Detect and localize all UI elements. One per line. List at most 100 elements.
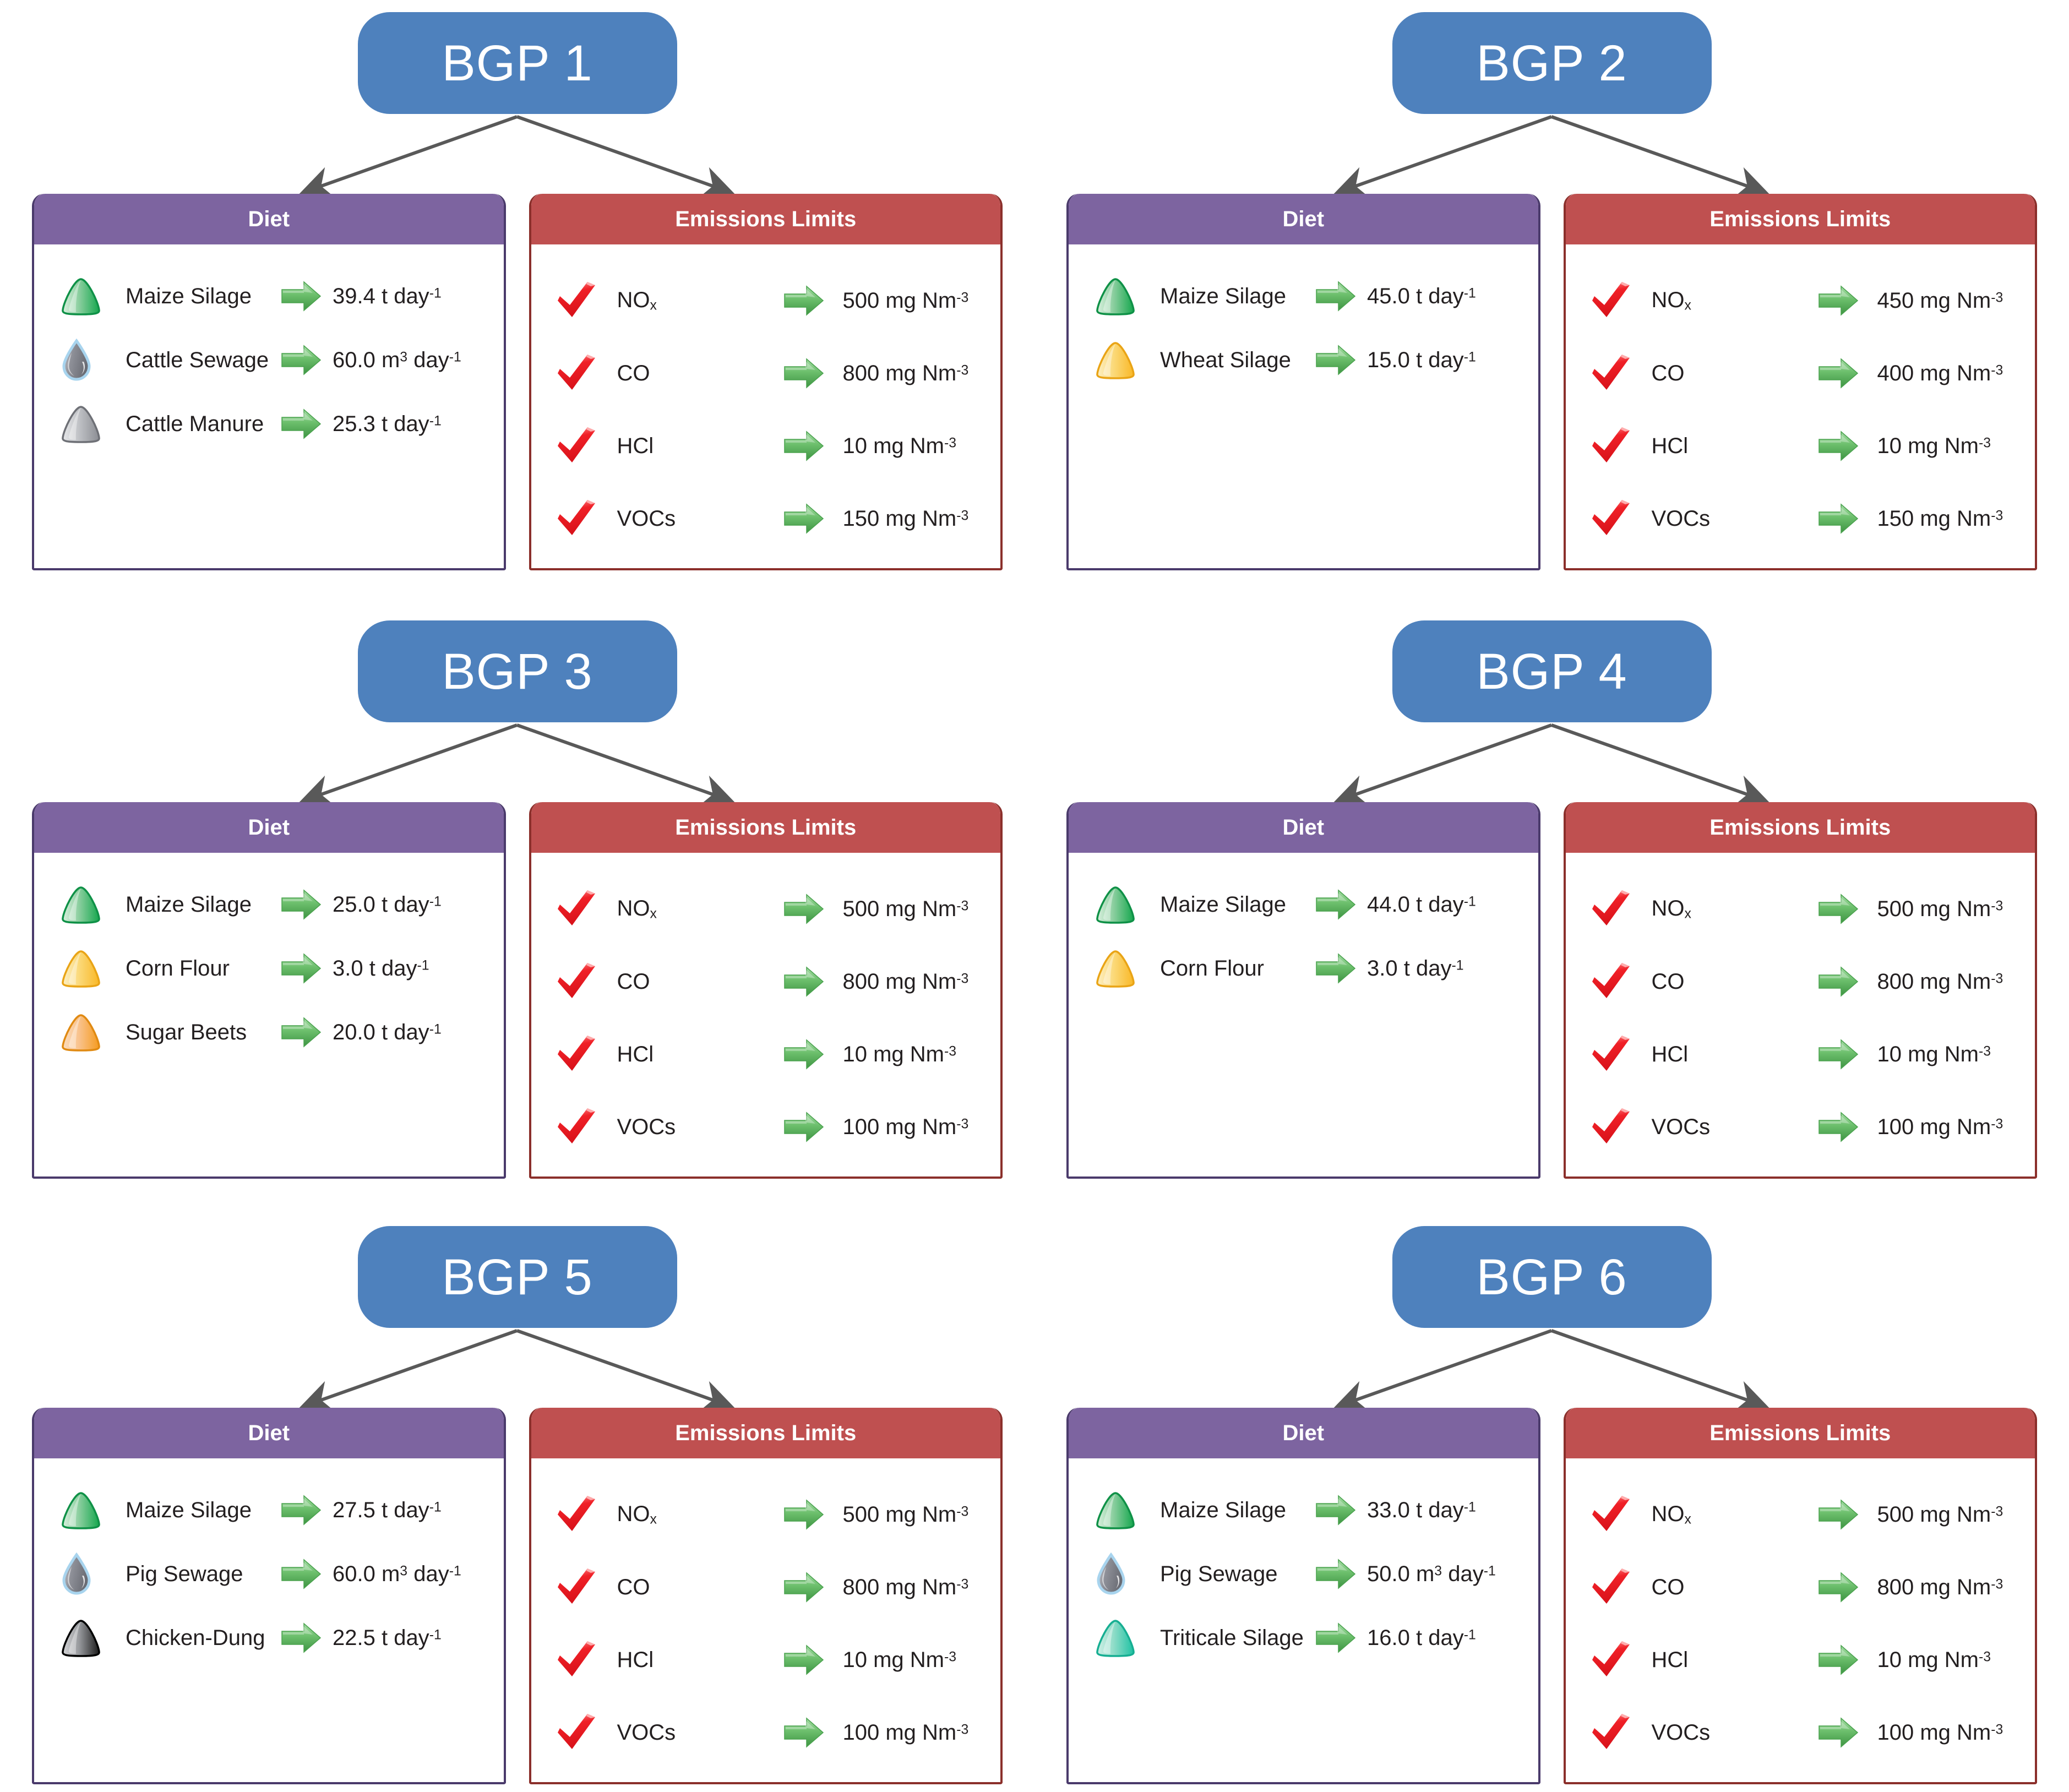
red-check-icon [1591,1107,1652,1147]
red-check-icon [1591,426,1652,466]
diet-row: Corn Flour 3.0 t day-1 [1069,936,1538,1000]
emissions-panel-body: NOx 500 mg Nm-3 CO [1566,1458,2035,1782]
green-arrow-icon [1817,356,1877,391]
emissions-limit-value: 150 mg Nm-3 [842,506,969,531]
pile-dark-icon [59,1617,126,1658]
plant-title-pill[interactable]: BGP 1 [357,12,677,114]
emissions-row: VOCs 100 mg Nm-3 [1566,1696,2035,1769]
emissions-row: CO 800 mg Nm-3 [531,945,1001,1018]
diet-item-value: 60.0 m3 day-1 [333,1561,461,1586]
emissions-limit-value: 500 mg Nm-3 [842,288,969,313]
green-arrow-icon [1817,1715,1877,1750]
green-arrow-icon [782,428,843,464]
green-arrow-icon [1314,1556,1367,1592]
diet-panel-header: Diet [34,1408,504,1458]
panels-container: Diet Maize Silage [32,194,1003,570]
diet-row: Wheat Silage 15.0 t day-1 [1069,328,1538,392]
diet-row: Maize Silage 45.0 t day-1 [1069,264,1538,328]
emissions-limit-value: 800 mg Nm-3 [842,969,969,994]
emissions-pollutant-label: HCl [617,433,654,458]
emissions-row: NOx 450 mg Nm-3 [1566,264,2035,337]
green-arrow-icon [280,342,333,378]
diet-item-label: Sugar Beets [126,1020,247,1044]
plant-title-pill[interactable]: BGP 2 [1392,12,1712,114]
emissions-panel: Emissions Limits NOx [1563,194,2037,570]
pile-yellow-icon [1094,948,1160,989]
emissions-pollutant-label: NOx [1651,287,1691,313]
emissions-row: VOCs 100 mg Nm-3 [1566,1091,2035,1163]
diet-item-label: Maize Silage [1160,892,1287,917]
emissions-row: HCl 10 mg Nm-3 [531,1624,1001,1696]
diet-item-label: Pig Sewage [1160,1561,1278,1586]
emissions-pollutant-label: NOx [1651,1501,1691,1527]
green-arrow-icon [1314,887,1367,922]
emissions-panel-header: Emissions Limits [531,194,1000,244]
diet-item-label: Triticale Silage [1160,1625,1304,1650]
green-arrow-icon [782,356,843,391]
diet-item-value: 3.0 t day-1 [333,956,429,981]
emissions-panel-header: Emissions Limits [531,802,1000,853]
red-check-icon [557,1495,617,1534]
diet-panel-title: Diet [1282,815,1325,840]
diet-item-value: 22.5 t day-1 [333,1625,442,1650]
diet-row: Maize Silage 33.0 t day-1 [1069,1478,1538,1542]
diet-item-label: Maize Silage [126,892,252,917]
emissions-pollutant-label: VOCs [1651,1114,1711,1139]
plant-title: BGP 4 [1476,643,1627,700]
plant-title-pill[interactable]: BGP 5 [357,1226,677,1328]
diet-row: Corn Flour 3.0 t day-1 [34,936,504,1000]
emissions-panel: Emissions Limits NOx [529,194,1003,570]
emissions-limit-value: 800 mg Nm-3 [1877,1575,2003,1599]
emissions-row: CO 400 mg Nm-3 [1566,337,2035,410]
panels-container: Diet Maize Silage [1066,1408,2037,1784]
green-arrow-icon [1817,1037,1877,1072]
emissions-row: CO 800 mg Nm-3 [1566,1551,2035,1624]
pile-grey-icon [59,404,126,444]
emissions-limit-value: 150 mg Nm-3 [1877,506,2003,531]
diet-item-value: 50.0 m3 day-1 [1367,1561,1496,1586]
red-check-icon [557,499,617,538]
emissions-row: VOCs 100 mg Nm-3 [531,1696,1001,1769]
emissions-panel-header: Emissions Limits [1565,1408,2035,1458]
green-arrow-icon [280,279,333,314]
emissions-limit-value: 10 mg Nm-3 [1877,1042,1991,1066]
emissions-row: NOx 500 mg Nm-3 [1566,1478,2035,1551]
diet-row: Cattle Sewage 60.0 m3 day-1 [34,328,504,392]
red-check-icon [1591,1713,1652,1752]
bgp-block-4: BGP 4 Diet Ma [1034,608,2069,1214]
green-arrow-icon [782,1570,843,1605]
emissions-pollutant-label: NOx [617,1501,657,1527]
emissions-row: HCl 10 mg Nm-3 [1566,410,2035,482]
emissions-limit-value: 10 mg Nm-3 [842,433,957,458]
green-arrow-icon [1314,342,1367,378]
plant-title-pill[interactable]: BGP 3 [357,620,677,722]
diet-panel-title: Diet [1282,1420,1325,1445]
emissions-limit-value: 10 mg Nm-3 [842,1042,957,1066]
emissions-limit-value: 100 mg Nm-3 [842,1114,969,1139]
pile-green-icon [1094,884,1160,925]
green-arrow-icon [1817,501,1877,536]
pile-green-icon [1094,276,1160,317]
diet-item-label: Maize Silage [1160,284,1287,308]
plant-title-pill[interactable]: BGP 4 [1392,620,1712,722]
diet-item-label: Maize Silage [1160,1497,1287,1522]
diet-item-label: Corn Flour [126,956,230,981]
emissions-pollutant-label: CO [617,1575,650,1599]
diet-row: Sugar Beets 20.0 t day-1 [34,1000,504,1064]
emissions-row: VOCs 100 mg Nm-3 [531,1091,1001,1163]
red-check-icon [557,962,617,1001]
emissions-pollutant-label: VOCs [1651,506,1711,531]
red-check-icon [557,353,617,393]
diet-item-label: Maize Silage [126,284,252,308]
plant-title-pill[interactable]: BGP 6 [1392,1226,1712,1328]
pile-green-icon [1094,1490,1160,1530]
emissions-panel-title: Emissions Limits [675,1420,857,1445]
emissions-pollutant-label: VOCs [617,506,676,531]
emissions-pollutant-label: HCl [617,1042,654,1066]
green-arrow-icon [280,1620,333,1655]
diet-panel: Diet Maize Silage [1066,802,1540,1179]
emissions-pollutant-label: CO [617,361,650,385]
emissions-panel-title: Emissions Limits [675,815,857,840]
diet-item-value: 44.0 t day-1 [1367,892,1476,917]
